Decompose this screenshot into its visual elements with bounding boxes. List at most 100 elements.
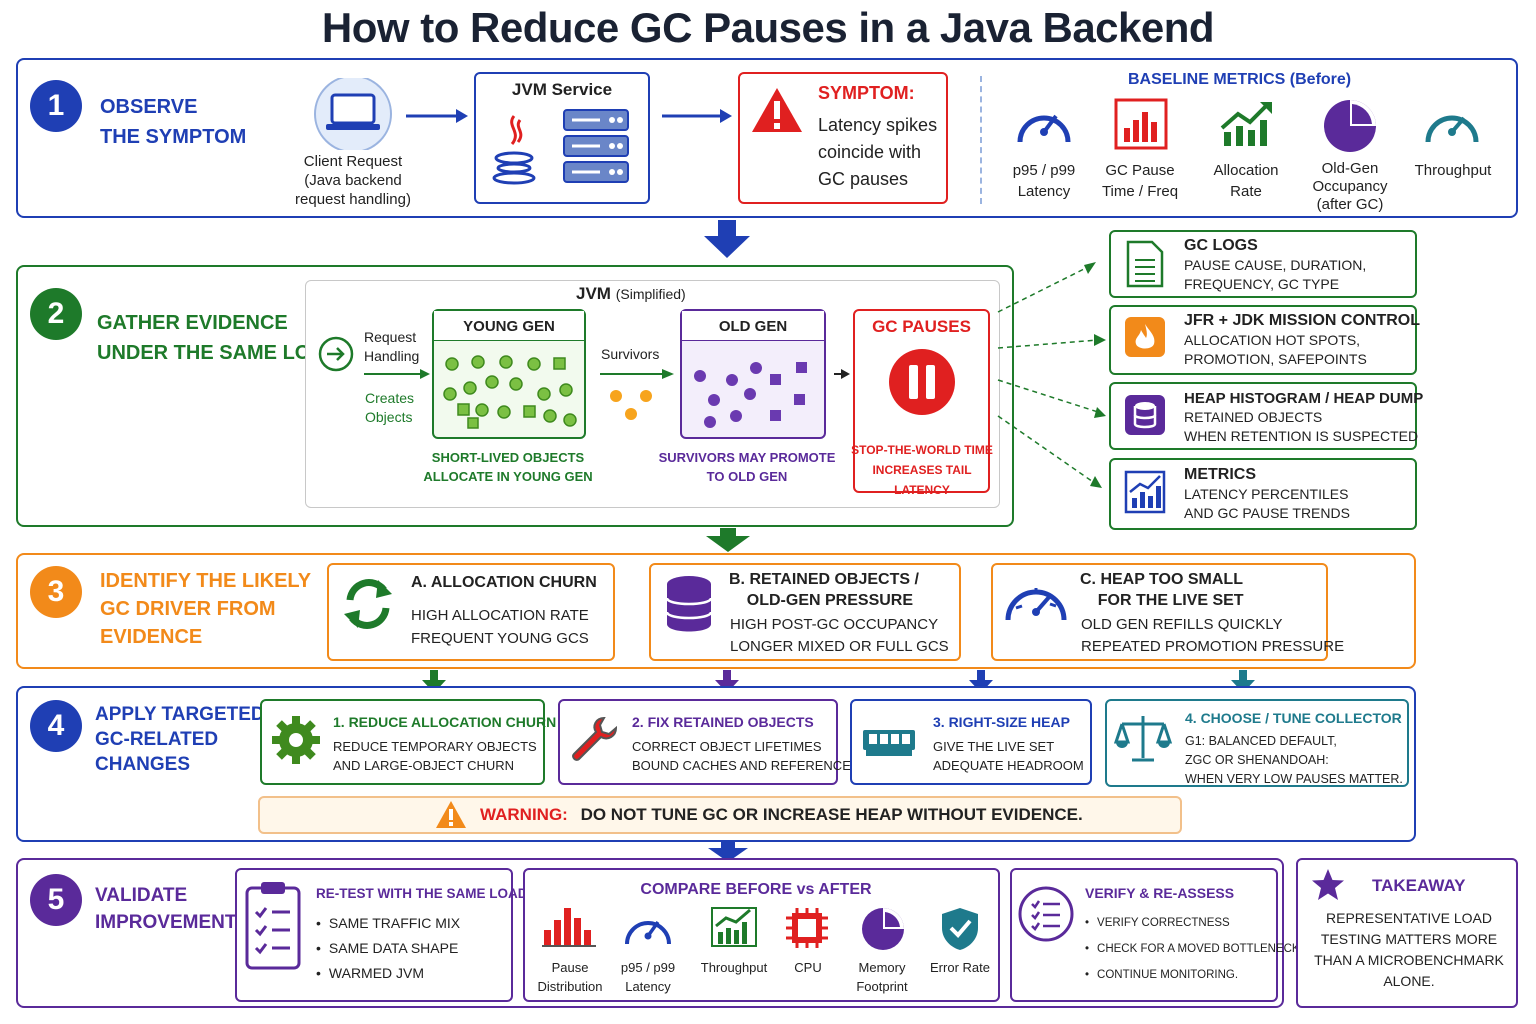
compare-cpu: CPU [794, 960, 822, 975]
metric-allocation: Allocation Rate [1213, 162, 1279, 200]
young-gen-header [434, 311, 584, 341]
metric-latency: p95 / p99 Latency [1012, 162, 1076, 200]
compare-head: COMPARE BEFORE vs AFTER [640, 881, 872, 898]
warning-icon [750, 86, 804, 134]
step-badge-5: 5 [30, 874, 82, 926]
warning-label: WARNING: DO NOT TUNE GC OR INCREASE HEAP… [480, 805, 1083, 824]
retest-head: RE-TEST WITH THE SAME LOAD [316, 886, 528, 901]
section-4-title: APPLY TARGETED GC-RELATED CHANGES [95, 704, 265, 775]
old-gen-header [682, 311, 824, 341]
compare-card [523, 868, 1000, 1002]
step-badge-3: 3 [30, 566, 82, 618]
arrow-down-icon [706, 528, 750, 554]
page-title: How to Reduce GC Pauses in a Java Backen… [321, 4, 1215, 51]
chart-icon [1124, 470, 1166, 514]
compare-latency: p95 / p99 Latency [620, 960, 676, 994]
takeaway-body: REPRESENTATIVE LOAD TESTING MATTERS MORE… [1314, 910, 1504, 989]
star-icon [1310, 868, 1346, 902]
change-4-head: 4. CHOOSE / TUNE COLLECTOR [1185, 710, 1402, 726]
wrench-icon [568, 714, 620, 766]
list-item: CONTINUE MONITORING. [1085, 962, 1300, 988]
warning-banner [258, 796, 1182, 834]
gauge-icon [1002, 574, 1070, 626]
jvm-label: JVM [576, 284, 611, 303]
jvm-service-label: JVM Service [511, 80, 613, 99]
arrow-right-icon [832, 366, 852, 382]
driver-c-body: OLD GEN REFILLS QUICKLY REPEATED PROMOTI… [1081, 616, 1345, 655]
old-gen-label: OLD GEN [718, 318, 788, 335]
pie-chart-icon [860, 906, 906, 952]
memory-chip-icon [862, 726, 916, 758]
arrow-circle-icon [318, 336, 354, 372]
database-icon [664, 574, 714, 636]
arrow-right-icon [660, 106, 734, 126]
step-badge-4: 4 [30, 700, 82, 752]
gc-pauses-label: GC PAUSES [872, 317, 971, 336]
change-2-body: CORRECT OBJECT LIFETIMES BOUND CACHES AN… [632, 739, 860, 773]
tool-metrics-body: LATENCY PERCENTILES AND GC PAUSE TRENDS [1184, 486, 1350, 521]
young-gen-caption: SHORT-LIVED OBJECTS ALLOCATE IN YOUNG GE… [423, 450, 593, 484]
driver-b-head: B. RETAINED OBJECTS / OLD-GEN PRESSURE [729, 571, 919, 609]
warning-text: DO NOT TUNE GC OR INCREASE HEAP WITHOUT … [580, 805, 1083, 824]
arrow-right-icon [404, 106, 470, 126]
arrow-down-icon [708, 842, 748, 864]
old-gen-caption: SURVIVORS MAY PROMOTE TO OLD GEN [658, 450, 836, 484]
gauge-icon [1422, 98, 1482, 150]
symptom-card [738, 72, 948, 204]
section-3-title: IDENTIFY THE LIKELY GC DRIVER FROM EVIDE… [100, 570, 312, 648]
driver-heap-too-small [991, 563, 1328, 661]
jvm-simplified-label: JVM (Simplified) [576, 284, 686, 304]
section-2-title: GATHER EVIDENCE UNDER THE SAME LOAD [97, 312, 339, 364]
document-icon [1124, 240, 1166, 288]
gear-icon [270, 714, 322, 766]
gauge-icon [622, 906, 674, 948]
bar-chart-icon [1114, 98, 1168, 150]
change-choose-collector [1105, 699, 1409, 787]
tool-heap-head: HEAP HISTOGRAM / HEAP DUMP [1184, 390, 1424, 407]
checklist-icon [1018, 886, 1074, 942]
driver-a-head: A. ALLOCATION CHURN [411, 574, 597, 591]
section-5-title: VALIDATE IMPROVEMENT [95, 885, 237, 933]
change-3-head: 3. RIGHT-SIZE HEAP [933, 714, 1070, 730]
request-handling-label: Request Handling [364, 329, 420, 364]
jvm-sub-label: (Simplified) [615, 286, 686, 302]
driver-allocation-churn [327, 563, 615, 661]
change-4-body: G1: BALANCED DEFAULT, ZGC OR SHENANDOAH:… [1185, 734, 1403, 786]
laptop-icon [312, 78, 394, 150]
young-gen-label: YOUNG GEN [463, 318, 555, 335]
tool-metrics-head: METRICS [1184, 466, 1256, 483]
compare-pause: Pause Distribution [537, 960, 603, 994]
metric-throughput: Throughput [1414, 162, 1492, 179]
warning-heading: WARNING: [480, 805, 568, 824]
arrow-down-icon [704, 220, 750, 260]
gauge-icon [1014, 98, 1074, 150]
list-item: VERIFY CORRECTNESS [1085, 910, 1300, 936]
tool-jfr-body: ALLOCATION HOT SPOTS, PROMOTION, SAFEPOI… [1184, 332, 1367, 367]
client-request-label: Client Request (Java backend request han… [295, 153, 411, 208]
arrow-right-icon [598, 366, 676, 382]
baseline-title: BASELINE METRICS (Before) [1128, 71, 1352, 88]
change-1-body: REDUCE TEMPORARY OBJECTS AND LARGE-OBJEC… [333, 739, 537, 773]
compare-throughput: Throughput [700, 960, 768, 975]
java-icon [488, 110, 540, 190]
fire-icon [1124, 316, 1166, 358]
change-2-head: 2. FIX RETAINED OBJECTS [632, 714, 814, 730]
young-objects-icon [440, 350, 580, 432]
verify-list: VERIFY CORRECTNESS CHECK FOR A MOVED BOT… [1085, 910, 1300, 988]
compare-memory: Memory Footprint [856, 960, 908, 994]
retest-list: SAME TRAFFIC MIX SAME DATA SHAPE WARMED … [316, 911, 460, 986]
recycle-icon [340, 574, 396, 634]
shield-icon [940, 906, 980, 952]
old-objects-icon [686, 356, 820, 432]
trend-up-icon [1218, 100, 1274, 150]
list-item: SAME DATA SHAPE [316, 936, 460, 961]
compare-error-rate: Error Rate [930, 960, 990, 975]
symptom-text: Latency spikes coincide with GC pauses [818, 115, 938, 189]
driver-c-head: C. HEAP TOO SMALL FOR THE LIVE SET [1080, 571, 1244, 609]
section-1-title: OBSERVE THE SYMPTOM [100, 96, 247, 148]
tool-jfr-head: JFR + JDK MISSION CONTROL [1184, 312, 1421, 329]
creates-objects-label: Creates Objects [365, 390, 415, 425]
symptom-heading: SYMPTOM: [818, 83, 915, 103]
takeaway-head: TAKEAWAY [1372, 876, 1466, 895]
bar-chart-icon [542, 906, 598, 948]
